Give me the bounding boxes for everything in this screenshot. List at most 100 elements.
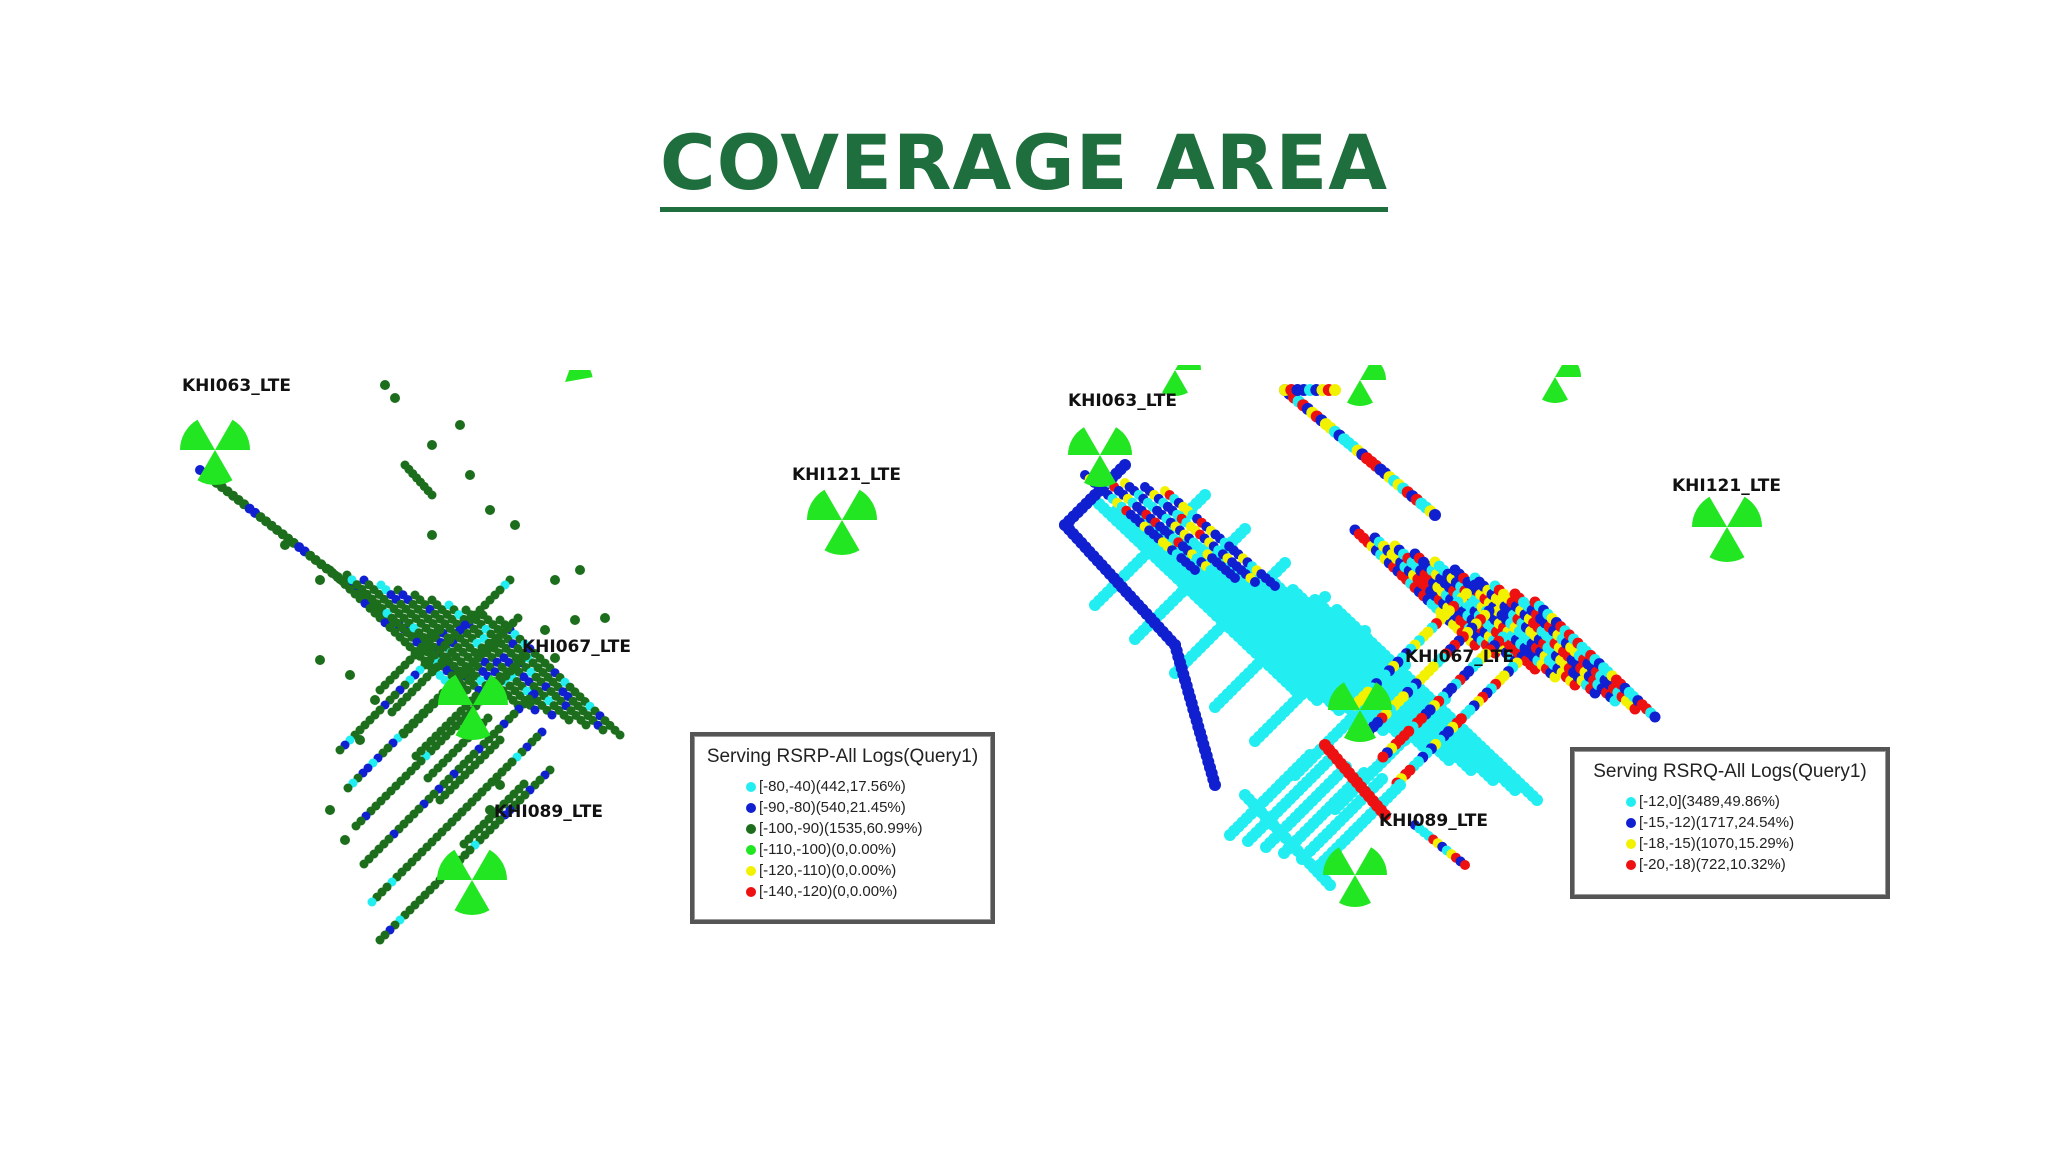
antenna-sector xyxy=(1084,455,1116,487)
legend-item: [-15,-12)(1717,24.54%) xyxy=(1626,814,1886,831)
antenna-sector xyxy=(1175,365,1201,370)
antenna-sector xyxy=(1542,377,1568,403)
drive-test-sample xyxy=(1429,509,1441,521)
site-edge-sector xyxy=(565,370,593,382)
drive-test-sample xyxy=(1190,565,1200,575)
legend-item: [-110,-100)(0,0.00%) xyxy=(746,841,991,858)
rsrq-legend: Serving RSRQ-All Logs(Query1) [-12,0](34… xyxy=(1570,747,1890,899)
drive-test-sample xyxy=(1209,701,1221,713)
antenna-sector xyxy=(197,450,233,485)
antenna-sector xyxy=(824,520,860,555)
site-label-khi063: KHI063_LTE xyxy=(1068,391,1177,411)
rsrq-drive-test-plot xyxy=(1059,365,1762,907)
drive-test-sample xyxy=(367,897,377,907)
page-title: COVERAGE AREA xyxy=(0,118,2048,212)
drive-test-sample xyxy=(1649,711,1661,723)
legend-swatch xyxy=(746,823,756,834)
antenna-sector xyxy=(180,419,215,450)
drive-test-sample xyxy=(483,713,493,723)
site-khi121-sectors xyxy=(807,489,877,555)
legend-swatch xyxy=(746,865,756,876)
antenna-sector xyxy=(215,419,250,450)
antenna-sector xyxy=(1360,365,1386,380)
drive-test-sample xyxy=(530,705,540,715)
rsrp-coverage-map: KHI063_LTE KHI121_LTE KHI067_LTE KHI089_… xyxy=(170,370,1030,970)
drive-test-sample xyxy=(1329,384,1341,396)
drive-test-sample xyxy=(485,805,495,815)
drive-test-sample xyxy=(600,613,610,623)
drive-test-sample xyxy=(315,655,325,665)
site-khi089-sectors xyxy=(437,849,507,916)
drive-test-sample xyxy=(465,470,475,480)
site-label-khi121: KHI121_LTE xyxy=(792,465,901,485)
drive-test-sample xyxy=(435,625,445,635)
drive-test-sample xyxy=(459,669,469,679)
drive-test-sample xyxy=(455,420,465,430)
legend-swatch xyxy=(746,802,756,813)
drive-test-sample xyxy=(1249,735,1261,747)
drive-test-sample xyxy=(359,859,369,869)
antenna-sector xyxy=(565,370,593,382)
drive-test-sample xyxy=(280,540,290,550)
antenna-sector xyxy=(1344,710,1376,742)
drive-test-sample xyxy=(581,720,591,730)
site-edge-sector xyxy=(1162,365,1201,396)
drive-test-sample xyxy=(1379,809,1391,821)
drive-test-sample xyxy=(427,440,437,450)
site-label-khi063: KHI063_LTE xyxy=(182,376,291,396)
antenna-sector xyxy=(472,849,507,880)
drive-test-sample xyxy=(550,575,560,585)
drive-test-sample xyxy=(427,530,437,540)
drive-test-sample xyxy=(1250,577,1260,587)
legend-item: [-12,0](3489,49.86%) xyxy=(1626,793,1886,810)
drive-test-sample xyxy=(340,835,350,845)
drive-test-sample xyxy=(351,821,361,831)
drive-test-sample xyxy=(547,710,557,720)
drive-test-sample xyxy=(598,725,608,735)
antenna-sector xyxy=(1727,496,1762,527)
drive-test-sample xyxy=(615,730,625,740)
legend-swatch xyxy=(1626,817,1636,828)
site-edge-sector xyxy=(1347,365,1386,406)
drive-test-sample xyxy=(1230,573,1240,583)
drive-test-sample xyxy=(380,380,390,390)
drive-test-sample xyxy=(1304,749,1316,761)
antenna-sector xyxy=(1162,370,1188,396)
site-edge-sector xyxy=(1542,365,1581,403)
legend-item: [-80,-40)(442,17.56%) xyxy=(746,778,991,795)
antenna-sector xyxy=(1323,847,1355,875)
drive-test-sample xyxy=(1324,879,1336,891)
legend-item: [-18,-15)(1070,15.29%) xyxy=(1626,835,1886,852)
antenna-sector xyxy=(437,849,472,880)
antenna-sector xyxy=(1347,380,1373,406)
antenna-sector xyxy=(1100,427,1132,455)
drive-test-sample xyxy=(1531,794,1543,806)
antenna-sector xyxy=(1555,365,1581,377)
drive-test-sample xyxy=(370,695,380,705)
site-khi063-sectors xyxy=(1068,427,1132,487)
drive-test-sample xyxy=(1377,751,1389,763)
drive-test-sample xyxy=(485,505,495,515)
antenna-sector xyxy=(1360,682,1392,710)
drive-test-sample xyxy=(564,715,574,725)
antenna-sector xyxy=(1692,496,1727,527)
drive-test-sample xyxy=(335,745,345,755)
rsrp-drive-test-plot xyxy=(180,370,877,945)
legend-swatch xyxy=(1626,838,1636,849)
drive-test-sample xyxy=(355,735,365,745)
site-khi089-sectors xyxy=(1323,847,1387,907)
antenna-sector xyxy=(1355,847,1387,875)
site-khi067-sectors xyxy=(438,674,508,740)
legend-swatch xyxy=(1626,796,1636,807)
legend-item: [-140,-120)(0,0.00%) xyxy=(746,883,991,900)
site-label-khi121: KHI121_LTE xyxy=(1672,476,1781,496)
drive-test-sample xyxy=(375,935,385,945)
drive-test-sample xyxy=(1460,860,1470,870)
drive-test-sample xyxy=(1270,581,1280,591)
antenna-sector xyxy=(1068,427,1100,455)
drive-test-sample xyxy=(390,393,400,403)
site-label-khi067: KHI067_LTE xyxy=(522,637,631,657)
drive-test-sample xyxy=(1129,633,1141,645)
drive-test-sample xyxy=(447,647,457,657)
legend-swatch xyxy=(746,886,756,897)
